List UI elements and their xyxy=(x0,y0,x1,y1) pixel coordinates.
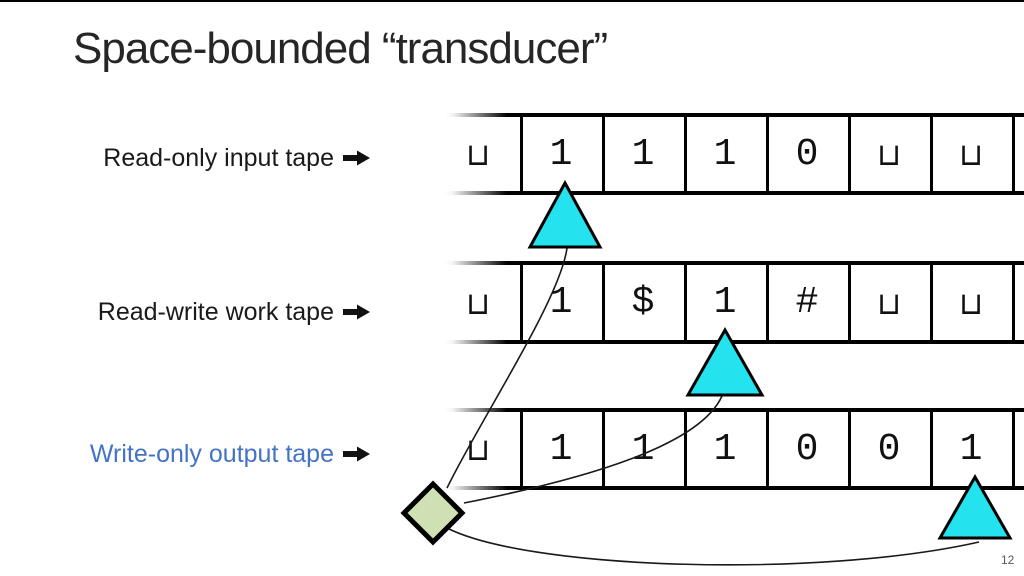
tape-cell-symbol: ⊔ xyxy=(876,288,902,324)
right-arrow-icon xyxy=(343,304,370,320)
tape-cell-symbol: 1 xyxy=(631,427,655,471)
cell-divider xyxy=(766,408,769,490)
cell-divider xyxy=(930,408,933,490)
tape-cell-symbol: ⊔ xyxy=(958,140,984,175)
cell-divider xyxy=(848,408,851,490)
tape-cell-symbol: 1 xyxy=(713,427,737,471)
tape-cell-symbol: 1 xyxy=(631,132,655,176)
tape-edge-line xyxy=(445,486,1024,490)
cell-divider xyxy=(930,261,933,344)
tape-edge-line xyxy=(445,113,1024,117)
output-tape-label-text: Write-only output tape xyxy=(89,439,334,468)
tape-cell-symbol: $ xyxy=(631,281,655,324)
input-tape-label-text: Read-only input tape xyxy=(103,143,334,172)
cell-divider xyxy=(520,113,523,195)
cell-divider xyxy=(684,261,687,344)
cell-divider xyxy=(848,261,851,344)
tape-cell-symbol: ⊔ xyxy=(465,140,491,175)
cell-divider xyxy=(1012,113,1015,195)
tape-edge-line xyxy=(445,191,1024,195)
tape-cell-symbol: ⊔ xyxy=(876,140,902,175)
connector-state-to-output-head xyxy=(446,527,980,566)
tape-cell-symbol: ⊔ xyxy=(465,435,491,470)
slide-title: Space-bounded “transducer” xyxy=(73,24,608,73)
output-tape: ⊔ 1 1 1 0 0 1 xyxy=(445,408,1024,490)
input-tape: ⊔ 1 1 1 0 ⊔ ⊔ xyxy=(445,113,1024,195)
tape-cell-symbol: 1 xyxy=(713,281,737,324)
work-tape: ⊔ 1 $1 # ⊔ ⊔ xyxy=(445,261,1024,344)
tape-cell-symbol: 1 xyxy=(959,427,983,471)
right-arrow-icon xyxy=(343,446,370,462)
cell-divider xyxy=(848,113,851,195)
cell-divider xyxy=(766,261,769,344)
tape-cell-symbol: ⊔ xyxy=(958,288,984,324)
state-marker xyxy=(400,480,466,546)
tape-cell-symbol: 1 xyxy=(549,132,573,176)
tape-edge-line xyxy=(445,408,1024,412)
cell-divider xyxy=(766,113,769,195)
tape-cell-symbol: 1 xyxy=(549,427,573,471)
cell-divider xyxy=(930,113,933,195)
page-number: 12 xyxy=(1001,553,1015,567)
right-arrow-icon xyxy=(343,150,370,166)
cell-divider xyxy=(602,113,605,195)
tape-cell-symbol: 0 xyxy=(877,427,901,471)
slide-top-border xyxy=(0,0,1024,2)
work-tape-label-text: Read-write work tape xyxy=(97,297,334,326)
work-tape-label: Read-write work tape xyxy=(36,296,370,328)
tape-cell-symbol: 1 xyxy=(549,281,573,324)
output-tape-label: Write-only output tape xyxy=(36,438,370,470)
cell-divider xyxy=(602,261,605,344)
tape-cell-symbol: # xyxy=(795,281,819,324)
tape-edge-line xyxy=(445,261,1024,265)
cell-divider xyxy=(1012,408,1015,490)
tape-cell-symbol: 0 xyxy=(795,132,819,176)
cell-divider xyxy=(1012,261,1015,344)
tape-cell-symbol: 0 xyxy=(795,427,819,471)
tape-cell-symbol: ⊔ xyxy=(465,288,491,324)
cell-divider xyxy=(684,113,687,195)
input-tape-label: Read-only input tape xyxy=(36,142,370,174)
tape-cell-symbol: 1 xyxy=(713,132,737,176)
